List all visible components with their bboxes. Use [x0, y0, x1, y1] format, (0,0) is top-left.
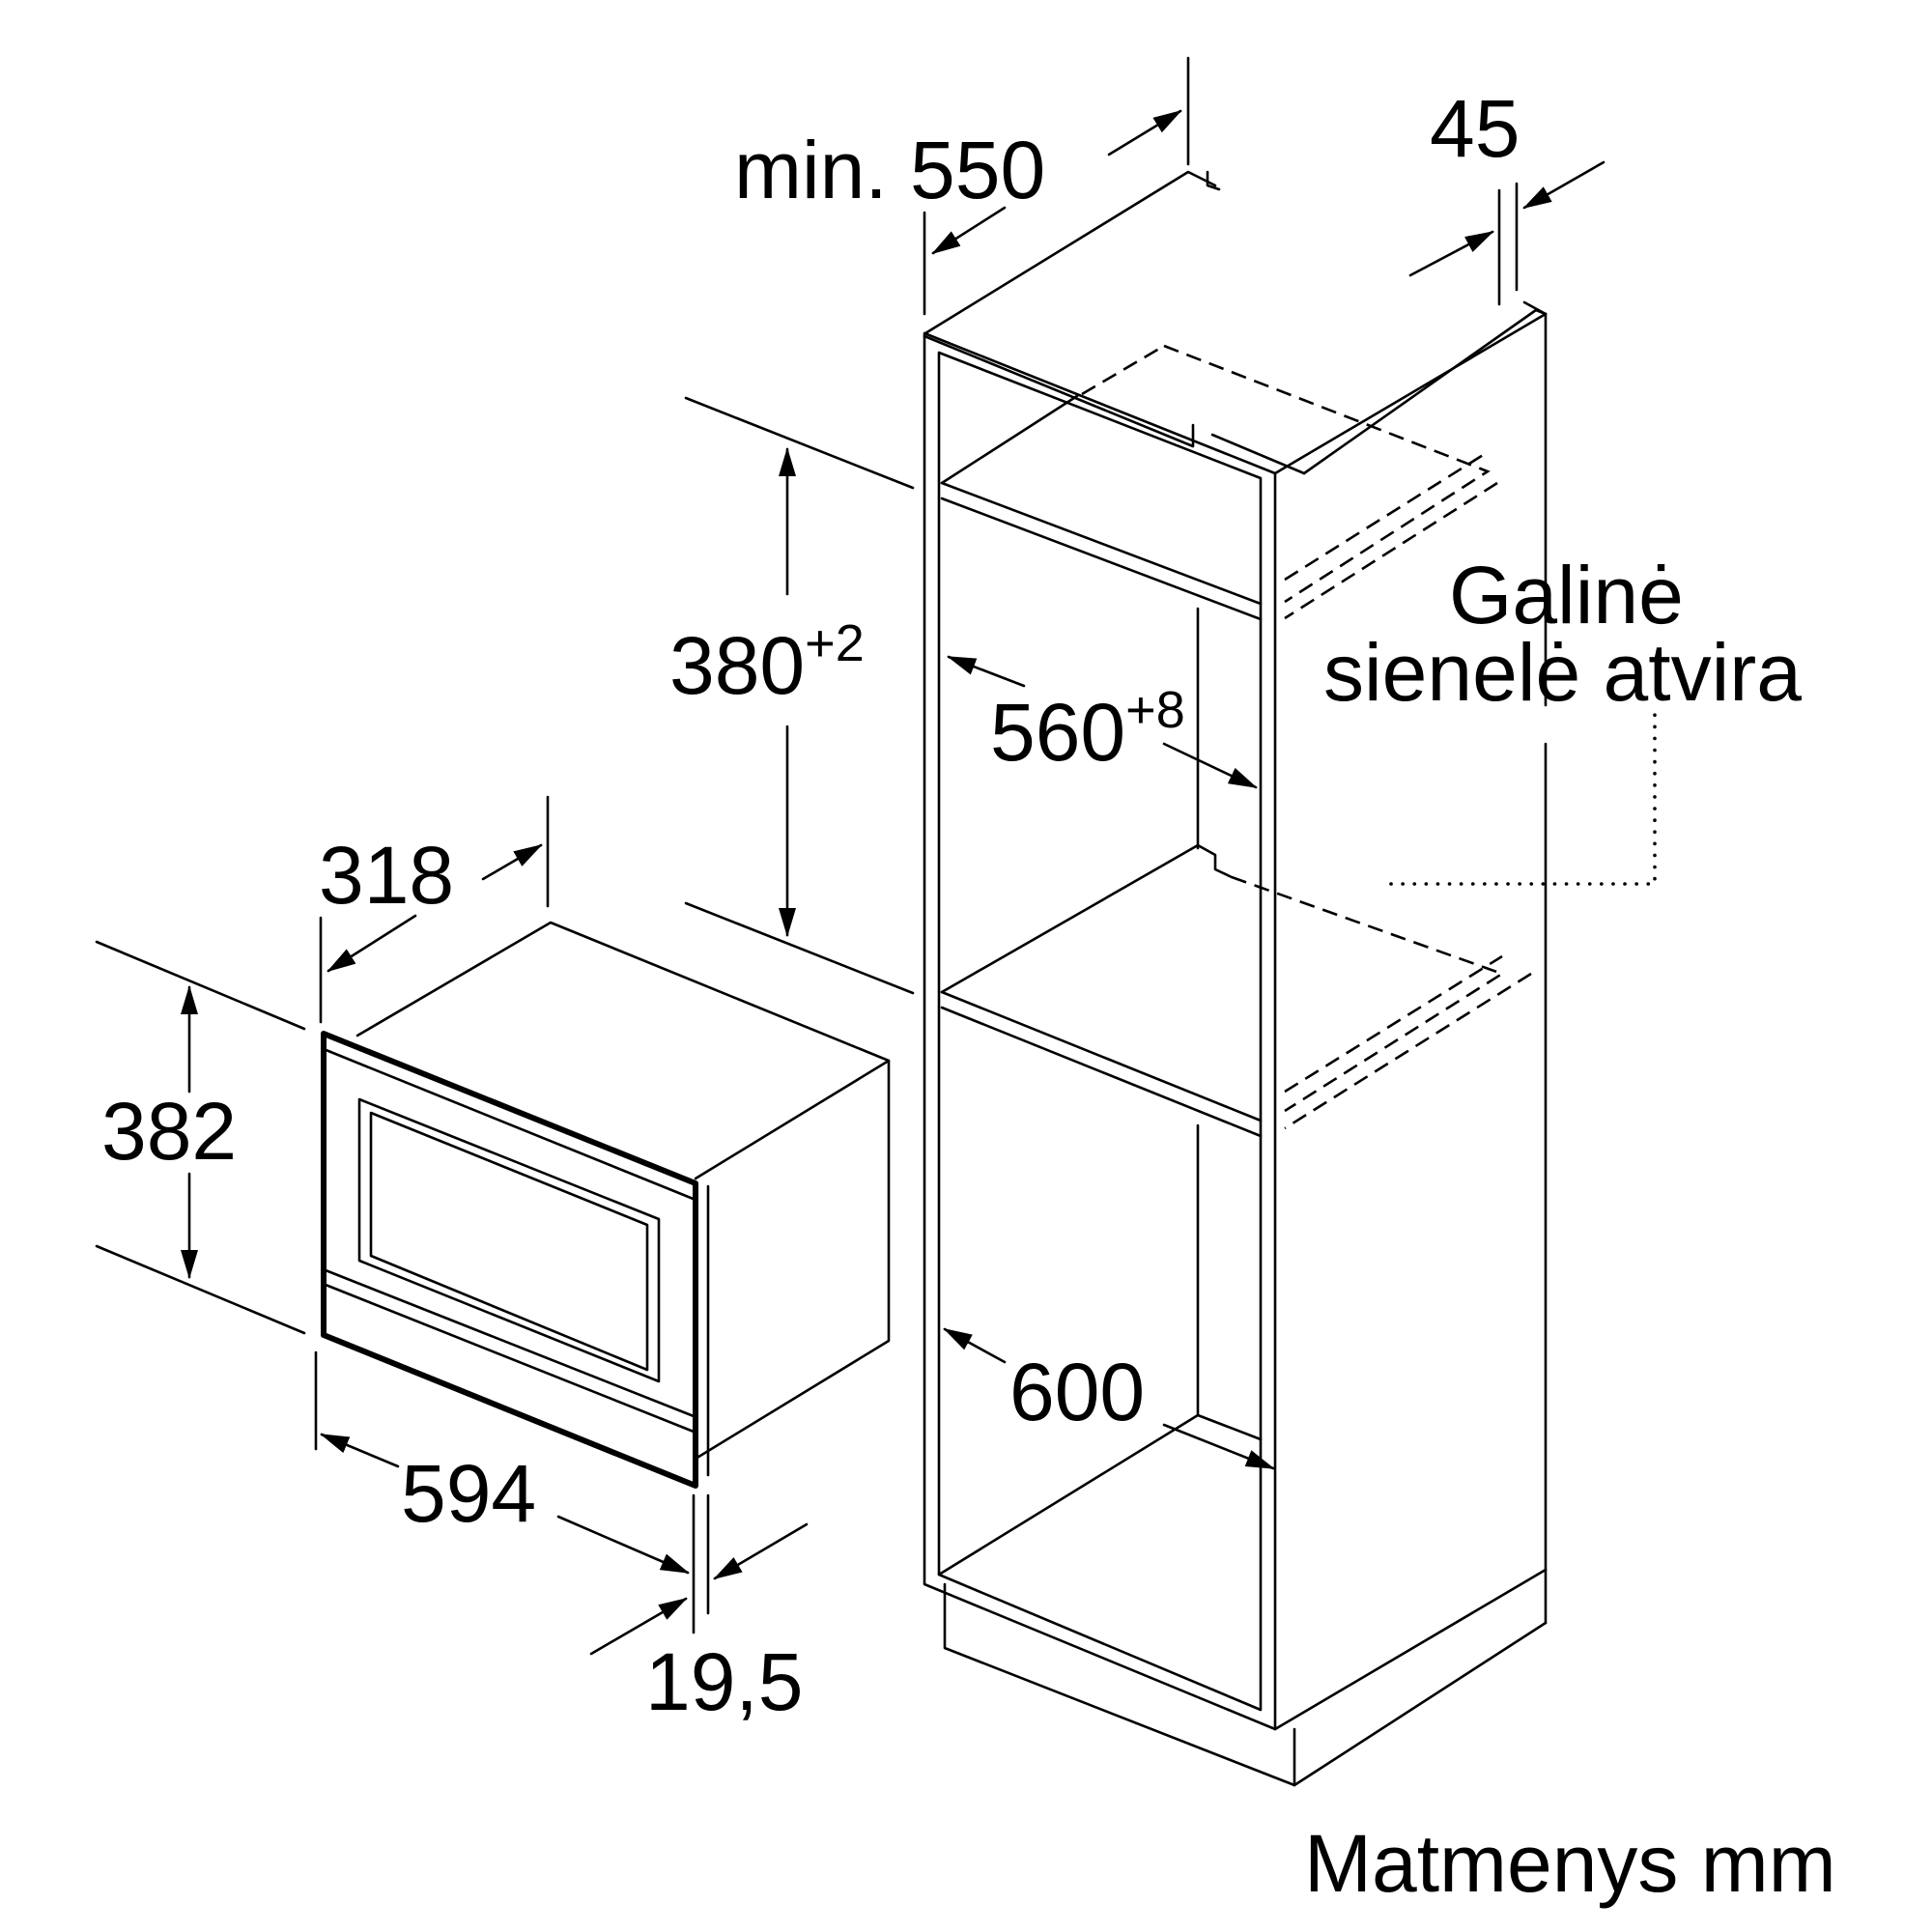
arrow-594-right: [556, 1515, 690, 1575]
cabinet-top-left-edge: [923, 170, 1217, 335]
arrow-550-right: [1107, 109, 1182, 156]
upper-shelf-back-dashed: [1163, 344, 1491, 604]
upper-shelf-front-bottom: [940, 497, 1263, 621]
cabinet-bottom-shelf-back: [937, 1413, 1200, 1577]
upper-shelf-front-top: [940, 481, 1263, 606]
appliance-window-inner: [369, 1111, 649, 1372]
upper-shelf-left-edge-dashed: [1081, 344, 1165, 396]
arrow-600-left: [943, 1327, 1007, 1364]
upper-shelf-dashed-3: [1284, 450, 1489, 582]
lower-cavity-floor: [1196, 1413, 1263, 1441]
appliance-window: [357, 1097, 661, 1383]
dimension-labels: min. 550 45 380+2 560+8 600 318 382 594 …: [101, 83, 1836, 1909]
cabinet-top-back-edge-2: [1210, 433, 1306, 475]
appliance-control-strip-top: [324, 1268, 696, 1418]
lower-shelf-front-top: [940, 990, 1263, 1122]
ext-380-top: [684, 396, 915, 490]
plinth-top-right: [1273, 1568, 1548, 1731]
arrow-19-5-right: [713, 1522, 809, 1580]
lower-shelf-left-edge: [940, 843, 1234, 994]
label-rear-wall-line2: sienelė atvira: [1323, 627, 1802, 718]
label-device-depth: 318: [319, 830, 454, 921]
label-panel-thickness: 19,5: [645, 1636, 804, 1727]
cabinet-front-inner: [937, 351, 1263, 1712]
appliance: [321, 921, 891, 1489]
ext-382-top: [95, 940, 306, 1031]
label-niche-width: 560+8: [990, 681, 1185, 778]
rear-wall-leader: [1389, 713, 1657, 886]
arrow-594-left: [320, 1433, 400, 1468]
dimension-lines: [95, 56, 1605, 1656]
label-rear-gap: 45: [1430, 83, 1520, 174]
arrow-318-left: [327, 914, 417, 973]
lower-shelf-front-bottom: [940, 1006, 1263, 1138]
lower-shelf-back-dashed-2: [1284, 972, 1532, 1130]
lower-shelf-dashed-3: [1284, 954, 1503, 1094]
plinth-bottom-right: [1293, 1621, 1548, 1787]
cabinet-side-top: [1273, 312, 1548, 475]
arrow-550-left: [931, 206, 1007, 255]
appliance-panel-bevel-top: [322, 1047, 697, 1202]
label-device-height: 382: [101, 1086, 237, 1177]
ext-380-bottom: [684, 901, 915, 995]
cabinet-top-corner: [1522, 300, 1548, 316]
label-niche-height-tol: +2: [805, 614, 865, 672]
plinth-front: [943, 1582, 1296, 1787]
cabinet-top-back-edge: [923, 334, 1195, 448]
label-depth-min: min. 550: [734, 125, 1045, 215]
label-niche-width-tol: +8: [1125, 681, 1185, 739]
upper-shelf-back-dashed-2: [1284, 481, 1498, 620]
label-units: Matmenys mm: [1304, 1818, 1836, 1909]
appliance-control-strip-bottom: [324, 1283, 696, 1434]
tall-cabinet: [923, 170, 1657, 1787]
arrow-19-5-left: [589, 1597, 688, 1656]
arrow-318-right: [481, 843, 543, 881]
label-rear-wall-line1: Galinė: [1449, 550, 1684, 640]
label-niche-height-value: 380: [669, 620, 805, 711]
label-niche-width-value: 560: [990, 687, 1125, 778]
arrow-45-right: [1522, 160, 1605, 210]
upper-shelf-left-edge: [940, 394, 1079, 485]
arrow-560-right: [1162, 742, 1258, 789]
cabinet-top-notch: [1206, 170, 1221, 191]
label-niche-height: 380+2: [669, 614, 865, 711]
appliance-top-front-edge: [694, 1059, 891, 1180]
ext-382-bottom: [95, 1244, 306, 1335]
label-cabinet-width: 600: [1009, 1347, 1145, 1437]
arrow-600-right: [1162, 1423, 1275, 1470]
appliance-front-panel: [321, 1031, 698, 1489]
arrow-560-left: [947, 655, 1026, 688]
arrow-45-left: [1408, 230, 1494, 277]
label-device-width: 594: [401, 1448, 536, 1539]
